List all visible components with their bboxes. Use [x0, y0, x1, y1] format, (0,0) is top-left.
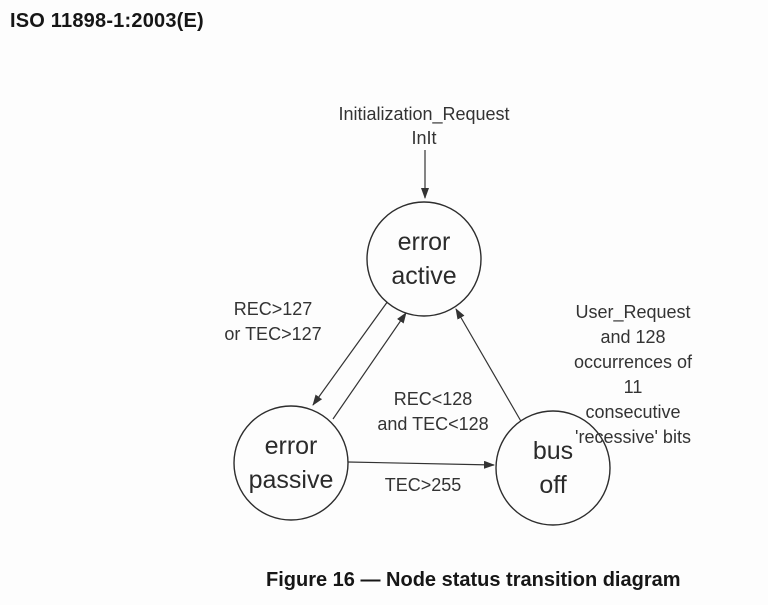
figure-caption: Figure 16 — Node status transition diagr…: [266, 569, 681, 591]
state-label-bus-off: bus off: [532, 437, 574, 499]
page-header: ISO 11898-1:2003(E): [10, 10, 204, 32]
arrow-error-passive-to-error-active: [332, 312, 407, 420]
transition-label-busoff-to-active: User_Request and 128 occurrences of 11 c…: [573, 302, 693, 447]
state-label-error-passive: error passive: [248, 432, 334, 494]
state-circle-error-active: [366, 201, 482, 317]
init-transition-label: Initialization_Request InIt: [338, 104, 510, 148]
transition-label-active-to-passive: REC>127 or TEC>127: [224, 299, 322, 344]
transition-label-passive-to-active: REC<128 and TEC<128: [377, 389, 489, 434]
state-label-error-active: error active: [391, 228, 457, 290]
transition-label-passive-to-busoff: TEC>255: [384, 475, 462, 495]
arrow-error-passive-to-bus-off: [347, 460, 495, 469]
arrow-error-active-to-error-passive: [312, 300, 389, 406]
state-circle-error-passive: [233, 405, 349, 521]
state-circle-bus-off: [495, 410, 611, 526]
arrow-bus-off-to-error-active: [455, 308, 523, 424]
